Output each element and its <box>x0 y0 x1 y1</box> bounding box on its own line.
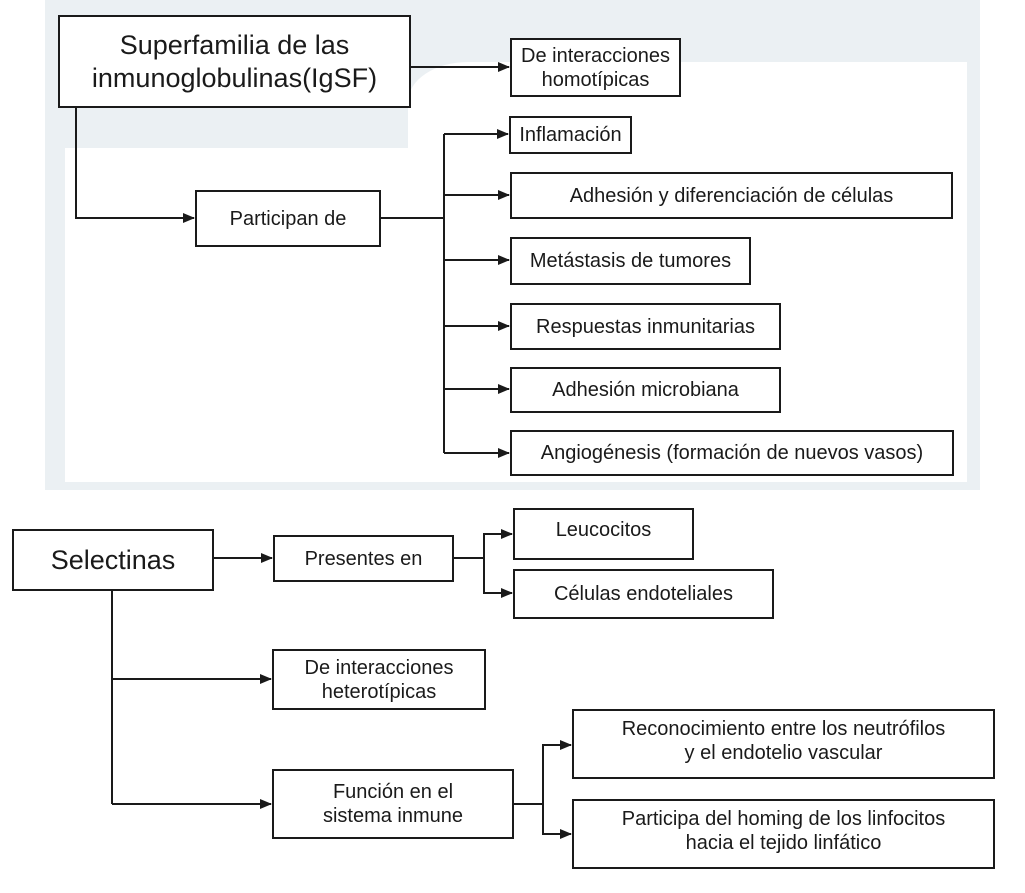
selectins-root-node: Selectinas <box>12 529 214 591</box>
igsf-panel-inner-top <box>408 62 967 152</box>
process-label: Respuestas inmunitarias <box>536 315 755 338</box>
process-node-angiogenesis: Angiogénesis (formación de nuevos vasos) <box>510 430 954 476</box>
igsf-root-label: Superfamilia de las inmunoglobulinas(IgS… <box>91 30 378 93</box>
function-node-recognition: Reconocimiento entre los neutrófilos y e… <box>572 709 995 779</box>
process-label: Metástasis de tumores <box>529 250 732 272</box>
arrow-function-to-recognition <box>542 740 572 804</box>
igsf-root-node: Superfamilia de las inmunoglobulinas(IgS… <box>58 15 411 108</box>
process-label: Adhesión microbiana <box>552 379 739 401</box>
endothelial-cells-node: Células endoteliales <box>513 569 774 619</box>
arrow-present-to-leukocytes <box>483 529 513 558</box>
selectins-root-label: Selectinas <box>50 544 176 575</box>
process-label: Angiogénesis (formación de nuevos vasos) <box>540 442 924 464</box>
arrow-function-to-homing <box>542 804 572 839</box>
process-node-inflammation: Inflamación <box>509 116 632 154</box>
arrow-present-to-endothelial <box>483 558 513 598</box>
process-node-microbial-adhesion: Adhesión microbiana <box>510 367 781 413</box>
present-in-label: Presentes en <box>304 547 423 570</box>
heterotypic-node: De interacciones heterotípicas <box>272 649 486 710</box>
participate-label: Participan de <box>229 207 347 230</box>
heterotypic-label: De interacciones heterotípicas <box>304 656 454 703</box>
process-node-metastasis: Metástasis de tumores <box>510 237 751 285</box>
process-node-immune-responses: Respuestas inmunitarias <box>510 303 781 350</box>
function-label: Reconocimiento entre los neutrófilos y e… <box>621 718 946 764</box>
present-in-node: Presentes en <box>273 535 454 582</box>
function-node-homing: Participa del homing de los linfocitos h… <box>572 799 995 869</box>
homotypic-node: De interacciones homotípicas <box>510 38 681 97</box>
participate-node: Participan de <box>195 190 381 247</box>
immune-function-node: Función en el sistema inmune <box>272 769 514 839</box>
leukocytes-node: Leucocitos <box>513 508 694 560</box>
target-label: Células endoteliales <box>553 583 733 605</box>
process-node-cell-adhesion: Adhesión y diferenciación de células <box>510 172 953 219</box>
process-label: Adhesión y diferenciación de células <box>569 184 894 207</box>
function-label: Participa del homing de los linfocitos h… <box>621 808 946 854</box>
process-label: Inflamación <box>519 124 622 146</box>
homotypic-label: De interacciones homotípicas <box>521 44 670 91</box>
target-label: Leucocitos <box>555 519 652 541</box>
immune-function-label: Función en el sistema inmune <box>322 781 464 827</box>
